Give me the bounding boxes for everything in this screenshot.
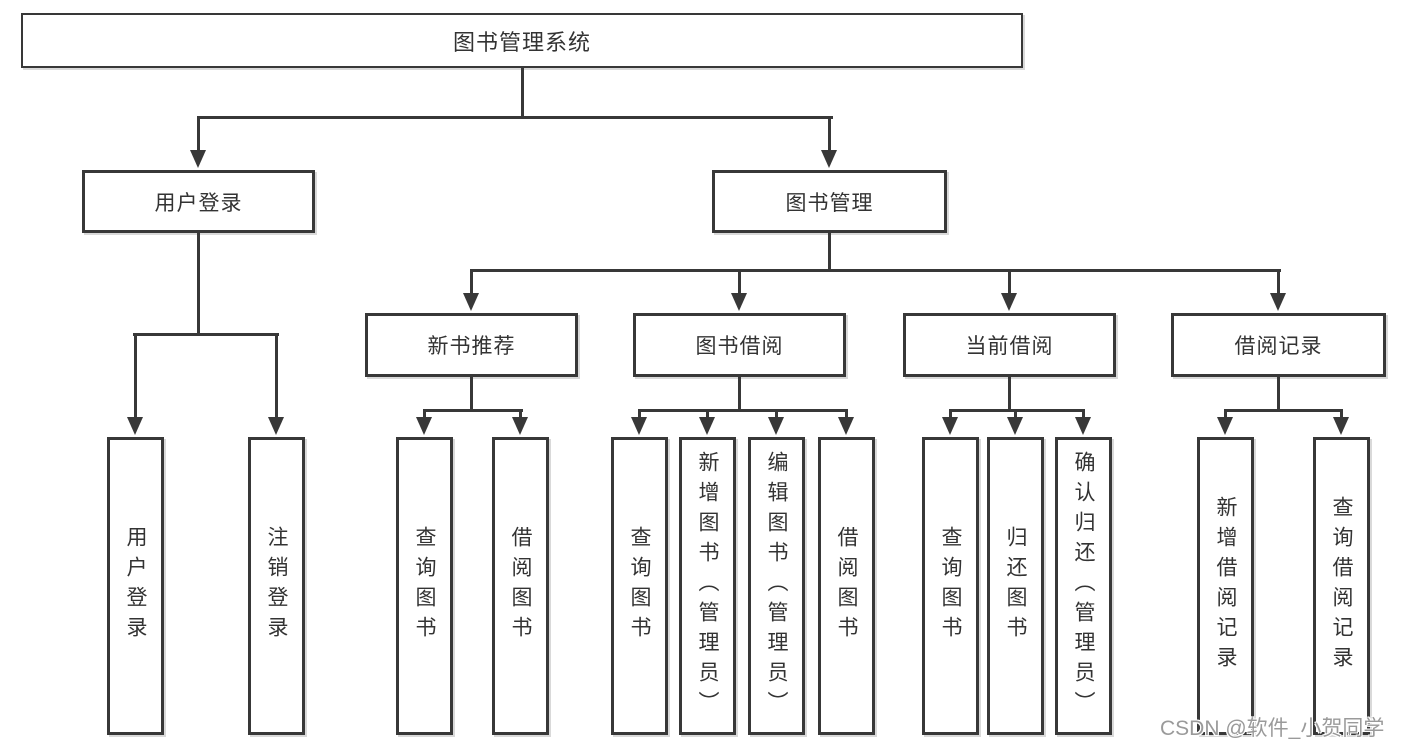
node-label: 归还图书: [1004, 526, 1027, 646]
node-label: 用户登录: [154, 191, 243, 215]
arrow-down-icon: [190, 150, 206, 168]
connector-line: [1224, 409, 1227, 419]
leaf-add-books-admin: 新增图书（管理员）: [679, 437, 736, 735]
node-label: 新书推荐: [427, 335, 516, 358]
node-label: 当前借阅: [965, 335, 1054, 358]
arrow-down-icon: [463, 293, 479, 311]
node-label: 用户登录: [124, 526, 147, 646]
connector-line: [470, 269, 473, 295]
leaf-user-login: 用户登录: [107, 437, 164, 735]
node-label: 注销登录: [265, 526, 288, 646]
connector-line: [521, 68, 524, 118]
connector-line: [638, 409, 848, 412]
arrow-down-icon: [1075, 417, 1091, 435]
node-library-management-system: 图书管理系统: [21, 13, 1023, 68]
node-label: 借阅记录: [1234, 335, 1323, 358]
connector-line: [197, 116, 200, 152]
connector-line: [423, 409, 426, 419]
leaf-logout: 注销登录: [248, 437, 305, 735]
node-label: 借阅图书: [835, 526, 858, 646]
connector-line: [1277, 377, 1280, 412]
connector-line: [197, 233, 200, 336]
connector-line: [828, 233, 831, 272]
arrow-down-icon: [731, 293, 747, 311]
connector-line: [638, 409, 641, 419]
connector-line: [828, 116, 831, 152]
leaf-return-books: 归还图书: [987, 437, 1044, 735]
node-label: 查询借阅记录: [1330, 496, 1353, 676]
leaf-add-borrow-record: 新增借阅记录: [1197, 437, 1254, 735]
connector-line: [423, 409, 523, 412]
node-borrow-records: 借阅记录: [1171, 313, 1386, 377]
connector-line: [1340, 409, 1343, 419]
connector-line: [1224, 409, 1343, 412]
leaf-query-borrow-record: 查询借阅记录: [1313, 437, 1370, 735]
connector-line: [706, 409, 709, 419]
leaf-query-books-recommend: 查询图书: [396, 437, 453, 735]
node-label: 图书管理: [785, 191, 874, 215]
arrow-down-icon: [768, 417, 784, 435]
arrow-down-icon: [1001, 293, 1017, 311]
arrow-down-icon: [127, 417, 143, 435]
arrow-down-icon: [821, 150, 837, 168]
leaf-query-books-current: 查询图书: [922, 437, 979, 735]
connector-line: [738, 377, 741, 412]
leaf-edit-books-admin: 编辑图书（管理员）: [748, 437, 805, 735]
node-label: 确认归还（管理员）: [1072, 451, 1095, 721]
node-label: 编辑图书（管理员）: [765, 451, 788, 721]
connector-line: [133, 333, 279, 336]
connector-line: [275, 333, 278, 417]
node-label: 查询图书: [413, 526, 436, 646]
leaf-query-books-borrow: 查询图书: [611, 437, 668, 735]
leaf-borrow-books: 借阅图书: [818, 437, 875, 735]
node-user-login: 用户登录: [82, 170, 315, 233]
arrow-down-icon: [838, 417, 854, 435]
arrow-down-icon: [1217, 417, 1233, 435]
arrow-down-icon: [942, 417, 958, 435]
node-label: 图书借阅: [695, 335, 784, 358]
connector-line: [197, 116, 833, 119]
connector-line: [470, 377, 473, 412]
connector-line: [845, 409, 848, 419]
connector-line: [775, 409, 778, 419]
arrow-down-icon: [416, 417, 432, 435]
node-label: 查询图书: [939, 526, 962, 646]
csdn-watermark: CSDN @软件_小贺同学: [1160, 717, 1385, 740]
leaf-borrow-books-recommend: 借阅图书: [492, 437, 549, 735]
arrow-down-icon: [631, 417, 647, 435]
arrow-down-icon: [1270, 293, 1286, 311]
connector-line: [470, 269, 1281, 272]
connector-line: [1008, 377, 1011, 412]
node-book-management: 图书管理: [712, 170, 947, 233]
node-label: 借阅图书: [509, 526, 532, 646]
connector-line: [519, 409, 522, 419]
connector-line: [949, 409, 1085, 412]
connector-line: [738, 269, 741, 295]
connector-line: [1277, 269, 1280, 295]
connector-line: [134, 333, 137, 417]
node-label: 新增图书（管理员）: [696, 451, 719, 721]
connector-line: [1082, 409, 1085, 419]
arrow-down-icon: [699, 417, 715, 435]
node-label: 新增借阅记录: [1214, 496, 1237, 676]
node-book-borrow: 图书借阅: [633, 313, 846, 377]
arrow-down-icon: [268, 417, 284, 435]
node-current-borrow: 当前借阅: [903, 313, 1116, 377]
arrow-down-icon: [1333, 417, 1349, 435]
node-label: 查询图书: [628, 526, 651, 646]
connector-line: [1014, 409, 1017, 419]
node-label: 图书管理系统: [452, 29, 591, 55]
leaf-confirm-return-admin: 确认归还（管理员）: [1055, 437, 1112, 735]
arrow-down-icon: [1007, 417, 1023, 435]
connector-line: [1008, 269, 1011, 295]
connector-line: [949, 409, 952, 419]
node-new-book-recommend: 新书推荐: [365, 313, 578, 377]
arrow-down-icon: [512, 417, 528, 435]
